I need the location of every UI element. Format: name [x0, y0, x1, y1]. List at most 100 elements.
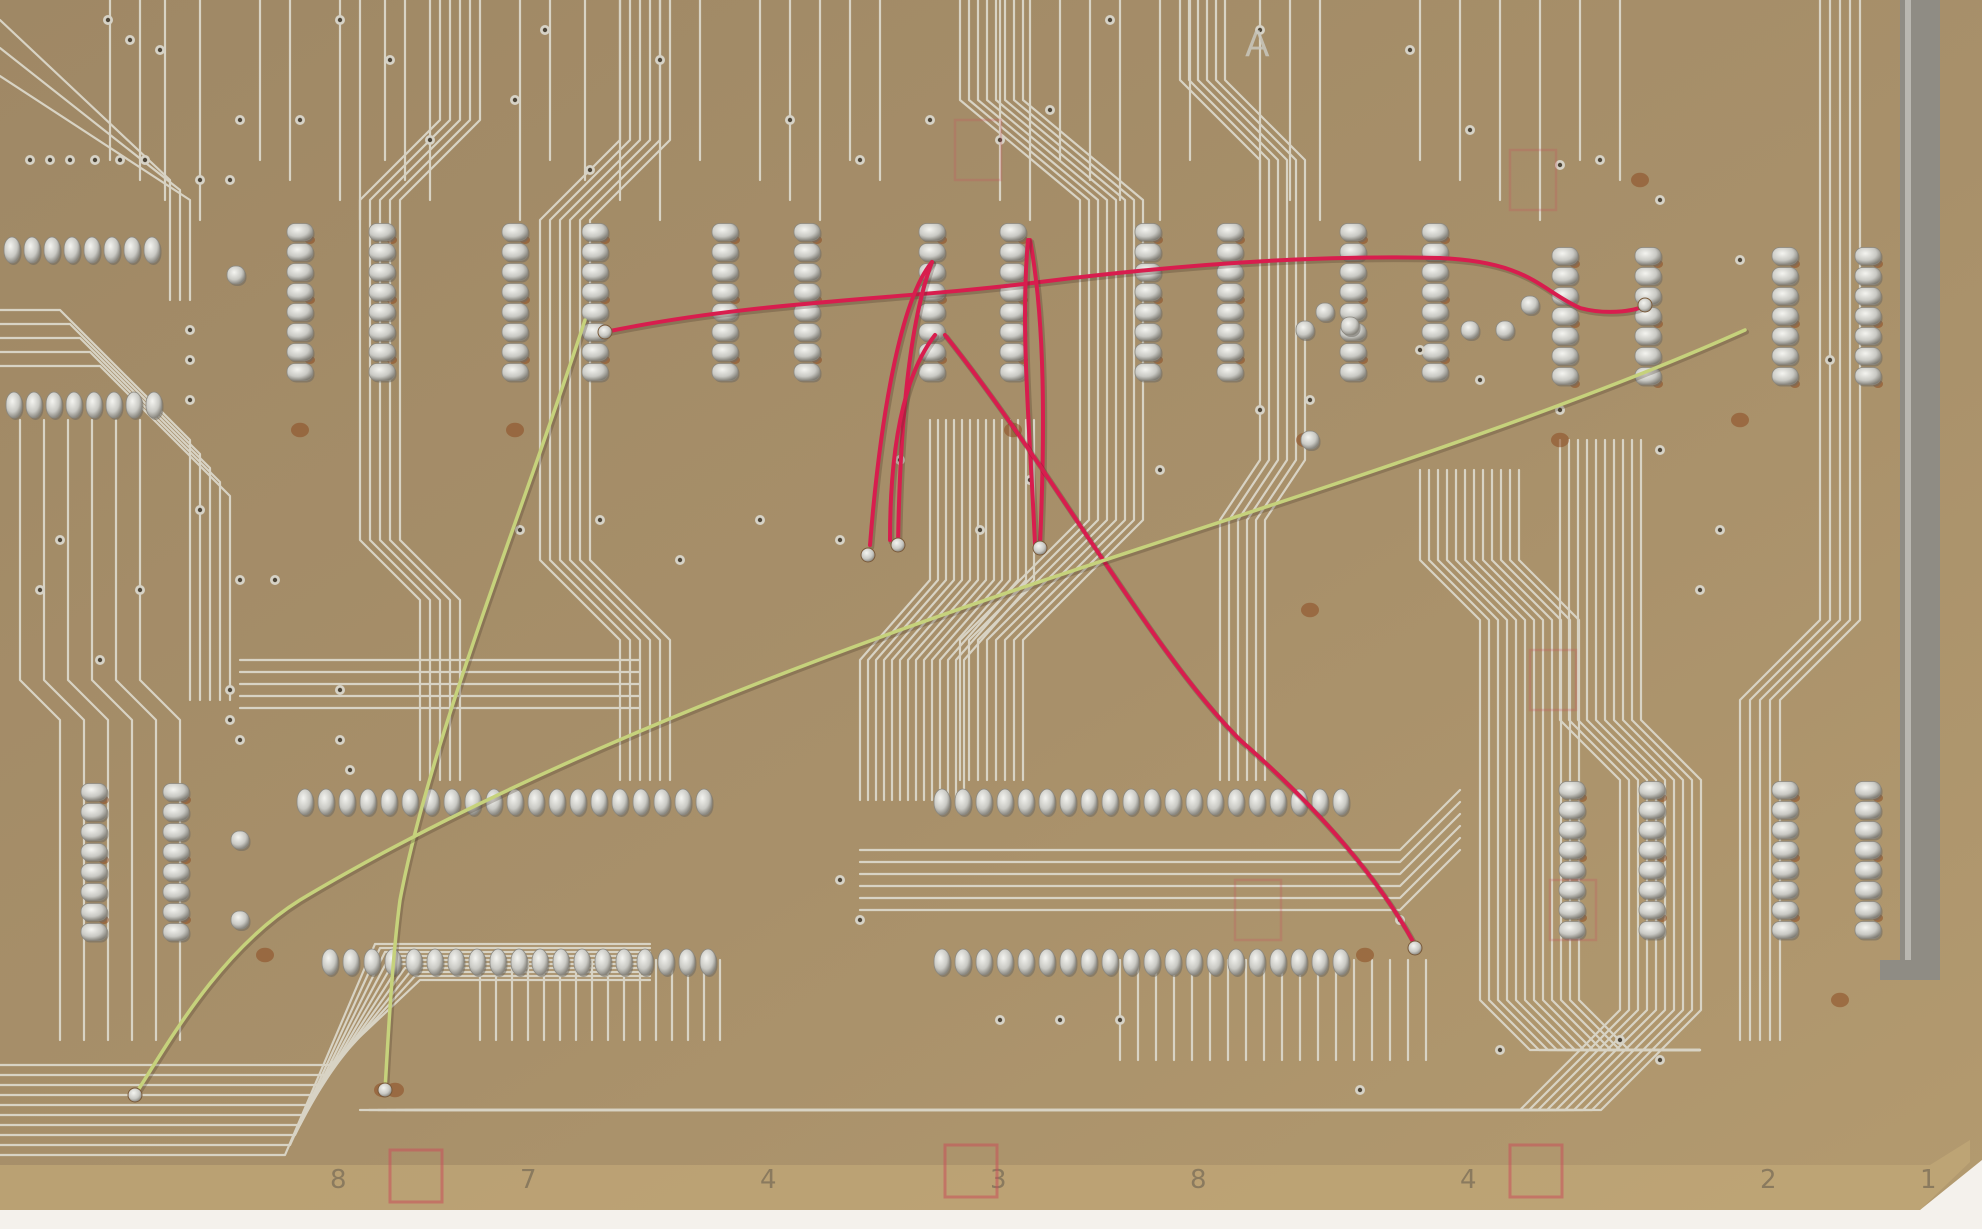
trace	[0, 942, 652, 1157]
solder-pad	[143, 236, 161, 264]
flux-spot	[506, 422, 524, 438]
solder-pad	[793, 243, 821, 261]
solder-pad	[1558, 881, 1586, 899]
trace	[66, 418, 110, 1042]
solder-pad	[1339, 343, 1367, 361]
trace	[90, 418, 134, 1042]
solder-pad	[1854, 247, 1882, 265]
solder-pad	[918, 223, 946, 241]
trace	[0, 978, 652, 1067]
trace	[538, 0, 622, 782]
via-hole	[597, 517, 603, 523]
trace	[858, 788, 1462, 852]
trace	[858, 836, 1462, 900]
solder-pad	[1551, 247, 1579, 265]
solder-pad	[1460, 320, 1480, 340]
trace	[1223, 0, 1307, 782]
trace	[588, 0, 672, 782]
via-hole	[117, 157, 123, 163]
solder-pad	[226, 265, 246, 285]
solder-pad	[1421, 323, 1449, 341]
via-hole	[837, 877, 843, 883]
solder-pad	[1340, 316, 1360, 336]
solder-pad	[552, 948, 570, 976]
via-hole	[1597, 157, 1603, 163]
solder-pad	[368, 343, 396, 361]
trace	[1003, 0, 1127, 782]
solder-pad	[1080, 788, 1098, 816]
solder-pad	[1248, 788, 1266, 816]
solder-pad	[1269, 948, 1287, 976]
solder-pad	[1771, 347, 1799, 365]
solder-pad	[3, 236, 21, 264]
solder-pad	[1771, 247, 1799, 265]
via-hole	[1407, 47, 1413, 53]
via-hole	[587, 167, 593, 173]
solder-pad	[1634, 347, 1662, 365]
solder-pad	[162, 803, 190, 821]
edge-label: 2	[1760, 1165, 1777, 1195]
solder-pad	[1771, 367, 1799, 385]
solder-pad	[1101, 788, 1119, 816]
solder-pad	[954, 948, 972, 976]
via-hole	[227, 687, 233, 693]
via-hole	[1717, 527, 1723, 533]
solder-pad	[286, 243, 314, 261]
trace	[866, 418, 940, 802]
trace	[922, 418, 996, 802]
solder-pad	[793, 283, 821, 301]
solder-pad	[162, 903, 190, 921]
trace	[874, 418, 948, 802]
solder-pad	[368, 243, 396, 261]
flux-spot	[291, 422, 309, 438]
solder-pad	[1311, 948, 1329, 976]
solder-pad	[1634, 327, 1662, 345]
solder-pad	[1290, 948, 1308, 976]
solder-pad	[581, 303, 609, 321]
trace	[1196, 0, 1280, 782]
solder-pad	[1038, 948, 1056, 976]
solder-pad	[1551, 347, 1579, 365]
trace	[568, 0, 652, 782]
trace	[967, 0, 1091, 782]
jumper-wire	[133, 328, 1747, 1097]
solder-pad	[1558, 901, 1586, 919]
via-hole	[67, 157, 73, 163]
solder-pad	[699, 948, 717, 976]
solder-pad	[1558, 861, 1586, 879]
edge-label: 7	[520, 1165, 537, 1195]
via-hole	[1737, 257, 1743, 263]
solder-pad	[286, 263, 314, 281]
solder-pad	[1854, 881, 1882, 899]
solder-pad	[1638, 921, 1666, 939]
via-hole	[337, 687, 343, 693]
solder-pad	[1854, 307, 1882, 325]
solder-pad	[1771, 327, 1799, 345]
solder-pad	[321, 948, 339, 976]
solder-pad	[1216, 343, 1244, 361]
solder-pad	[1771, 881, 1799, 899]
solder-pad	[1164, 948, 1182, 976]
solder-pad	[1134, 303, 1162, 321]
via-hole	[137, 587, 143, 593]
via-hole	[1357, 1087, 1363, 1093]
solder-pad	[1216, 303, 1244, 321]
solder-pad	[1520, 295, 1540, 315]
solder-pad	[1339, 263, 1367, 281]
via-hole	[142, 157, 148, 163]
solder-pad	[1421, 363, 1449, 381]
solder-pad	[1227, 788, 1245, 816]
jumper-wires	[127, 238, 1749, 1103]
solder-pad	[1134, 283, 1162, 301]
solder-pad	[368, 363, 396, 381]
via-hole	[1157, 467, 1163, 473]
solder-pad	[1339, 283, 1367, 301]
via-hole	[187, 357, 193, 363]
silk-ghost	[953, 118, 1003, 182]
via-hole	[1657, 447, 1663, 453]
solder-pad	[1421, 223, 1449, 241]
solder-pad	[1771, 781, 1799, 799]
solder-pad	[793, 323, 821, 341]
via-hole	[157, 47, 163, 53]
